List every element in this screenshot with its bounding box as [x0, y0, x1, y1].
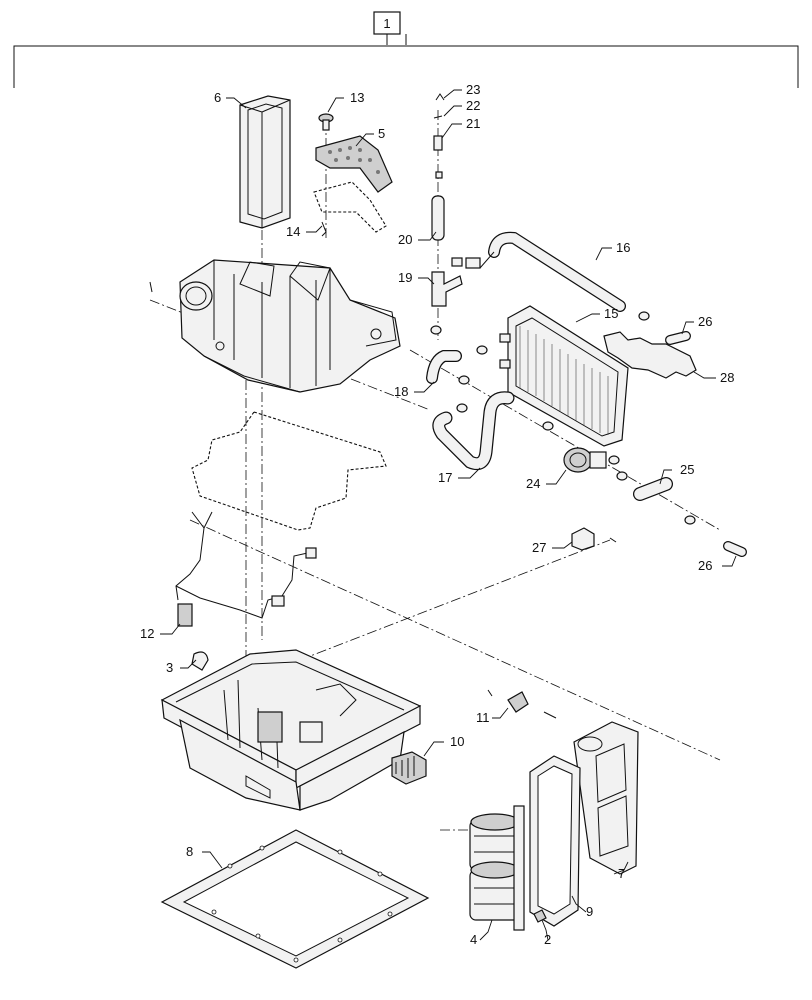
cabin-filter [239, 95, 291, 229]
callout-labels: 6 13 5 14 23 22 21 20 19 16 15 26 28 18 … [140, 82, 734, 947]
callout-6: 6 [214, 90, 221, 105]
callout-16: 16 [616, 240, 630, 255]
hose-fittings-top [433, 93, 445, 179]
assembly-bracket: 1 [13, 11, 799, 88]
harness-connector [177, 603, 193, 627]
upper-housing [179, 259, 401, 393]
housing-gasket [191, 411, 387, 531]
callout-4: 4 [470, 932, 477, 947]
wiring-harness [175, 511, 317, 627]
lower-housing [160, 649, 422, 811]
callout-7: 7 [618, 866, 625, 881]
screw-left [149, 281, 153, 293]
callout-27: 27 [532, 540, 546, 555]
callout-26-lower: 26 [698, 558, 712, 573]
hose-clamps [430, 311, 696, 525]
callout-18: 18 [394, 384, 408, 399]
tee-fitting [431, 257, 481, 307]
callout-17: 17 [438, 470, 452, 485]
cover-gasket [313, 181, 387, 237]
fitting-26-upper [665, 331, 691, 345]
blower-seal [529, 755, 581, 927]
callout-9: 9 [586, 904, 593, 919]
callout-12: 12 [140, 626, 154, 641]
heater-core [499, 305, 629, 447]
harness-clip [191, 651, 209, 671]
base-gasket-frame [160, 829, 430, 969]
callout-23: 23 [466, 82, 480, 97]
callout-19: 19 [398, 270, 412, 285]
sleeve-25 [633, 477, 673, 501]
callout-13: 13 [350, 90, 364, 105]
blower-housing-plate [573, 721, 639, 875]
callout-8: 8 [186, 844, 193, 859]
assembly-label: 1 [383, 16, 390, 31]
callout-22: 22 [466, 98, 480, 113]
callout-14: 14 [286, 224, 300, 239]
callout-25: 25 [680, 462, 694, 477]
callout-21: 21 [466, 116, 480, 131]
callout-11: 11 [476, 710, 490, 725]
water-valve [563, 447, 607, 473]
elbow-hose-18 [426, 350, 462, 384]
callout-2: 2 [544, 932, 551, 947]
leader-lines [160, 89, 737, 941]
callout-3: 3 [166, 660, 173, 675]
callout-15: 15 [604, 306, 618, 321]
knob-fastener [318, 113, 334, 131]
callout-28: 28 [720, 370, 734, 385]
callout-24: 24 [526, 476, 540, 491]
callout-26-upper: 26 [698, 314, 712, 329]
callout-20: 20 [398, 232, 412, 247]
hose-20 [431, 195, 445, 241]
resistor-module [391, 751, 427, 785]
blower-motor-assembly [469, 805, 525, 931]
callout-5: 5 [378, 126, 385, 141]
fitting-26-lower [723, 541, 747, 557]
return-hose-17 [432, 391, 515, 471]
clip-27 [571, 527, 617, 551]
heater-pipe-16 [479, 231, 626, 312]
temperature-sensor [487, 689, 557, 719]
callout-10: 10 [450, 734, 464, 749]
mounting-bracket-28 [603, 331, 697, 379]
cover-plate [315, 135, 393, 193]
fastener-2 [533, 909, 547, 923]
